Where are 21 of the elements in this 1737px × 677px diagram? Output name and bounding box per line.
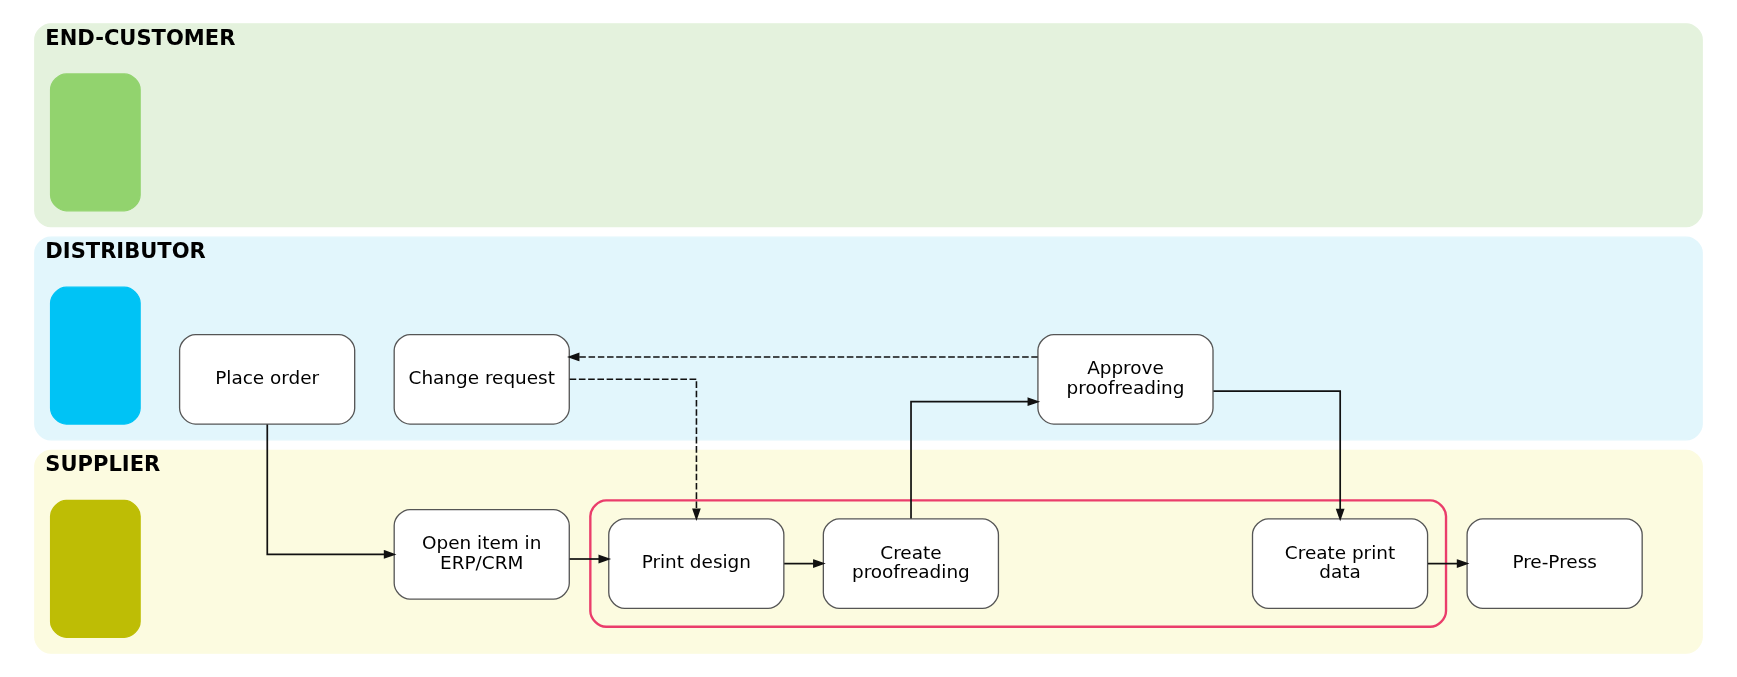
arrow: [568, 554, 612, 564]
node-box: [49, 499, 141, 638]
node-box: Pre-Press: [1466, 518, 1643, 610]
node-box: [49, 73, 141, 212]
cluster: END-CUSTOMER: [34, 23, 1703, 228]
node-box: [49, 286, 141, 425]
node-box: Change request: [393, 333, 570, 425]
arrow: [910, 397, 1041, 520]
arrow: [783, 559, 826, 569]
arrow: [567, 352, 1039, 362]
node-box: Print design: [608, 518, 785, 610]
cluster: [589, 499, 1448, 628]
arrow: [568, 378, 701, 521]
arrow: [266, 423, 397, 559]
node-box: Approve proofreading: [1037, 333, 1214, 425]
node-box: Create proofreading: [822, 518, 1000, 610]
node-box: Create print data: [1251, 518, 1429, 610]
arrow: [1212, 390, 1345, 522]
arrow: [1427, 559, 1470, 569]
node-box: Open item in ERP/CRM: [393, 508, 570, 600]
node-box: Place order: [178, 333, 356, 425]
